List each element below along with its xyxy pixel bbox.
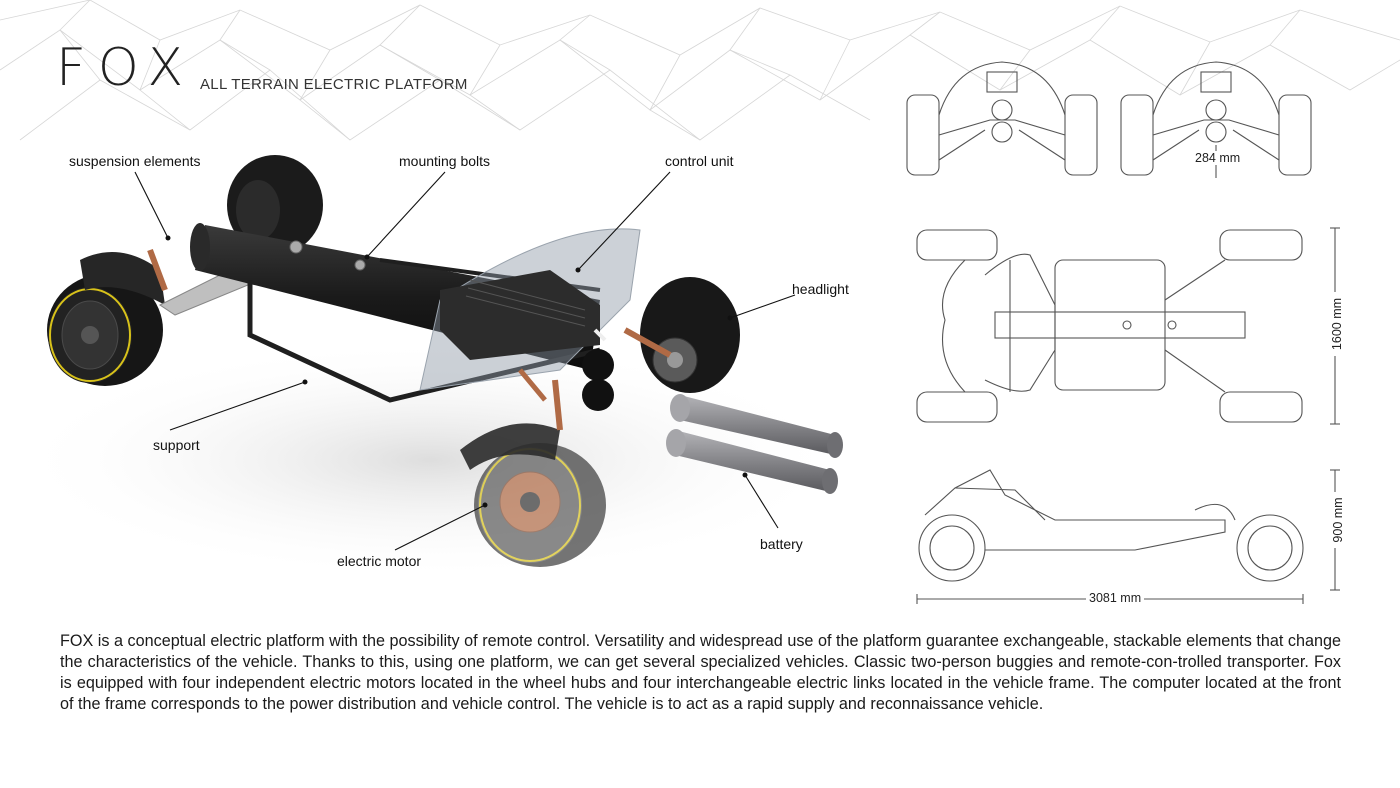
front-left-wheel (47, 274, 163, 386)
front-sockets (582, 349, 614, 411)
dimension-width: 1600 mm (1330, 292, 1344, 356)
support-frame (247, 280, 601, 403)
callout-headlight: headlight (792, 281, 849, 297)
dimension-length: 3081 mm (1086, 591, 1145, 605)
callout-support: support (153, 437, 200, 453)
callout-suspension: suspension elements (69, 153, 201, 169)
callout-electric-motor: electric motor (337, 553, 422, 569)
rear-left-wheel (227, 155, 323, 255)
top-view (916, 227, 1340, 425)
battery-pack (666, 394, 843, 494)
side-view (916, 469, 1340, 604)
background-mesh-pattern (0, 0, 1400, 141)
mounting-bolt (289, 240, 303, 254)
callout-leader-lines (134, 171, 796, 551)
description-paragraph: FOX is a conceptual electric platform wi… (60, 632, 1341, 713)
vehicle-render (10, 155, 850, 580)
dimension-track-width: 284 mm (1193, 151, 1243, 165)
ground-shadow (10, 340, 850, 580)
front-left-fender (80, 252, 165, 305)
callout-battery: battery (760, 536, 803, 552)
front-view-left (906, 61, 1098, 176)
rear-right-fender (460, 423, 560, 470)
front-view-right (1120, 61, 1312, 178)
callout-control-unit: control unit (665, 153, 734, 169)
page-title: FOX (56, 38, 196, 98)
page-subtitle: ALL TERRAIN ELECTRIC PLATFORM (200, 76, 468, 93)
technical-drawings (906, 61, 1340, 604)
callout-mounting-bolts: mounting bolts (399, 153, 491, 169)
dimension-height: 900 mm (1331, 492, 1345, 548)
control-unit-box (440, 270, 600, 360)
front-right-wheel (640, 277, 740, 393)
rear-right-wheel (474, 443, 606, 567)
